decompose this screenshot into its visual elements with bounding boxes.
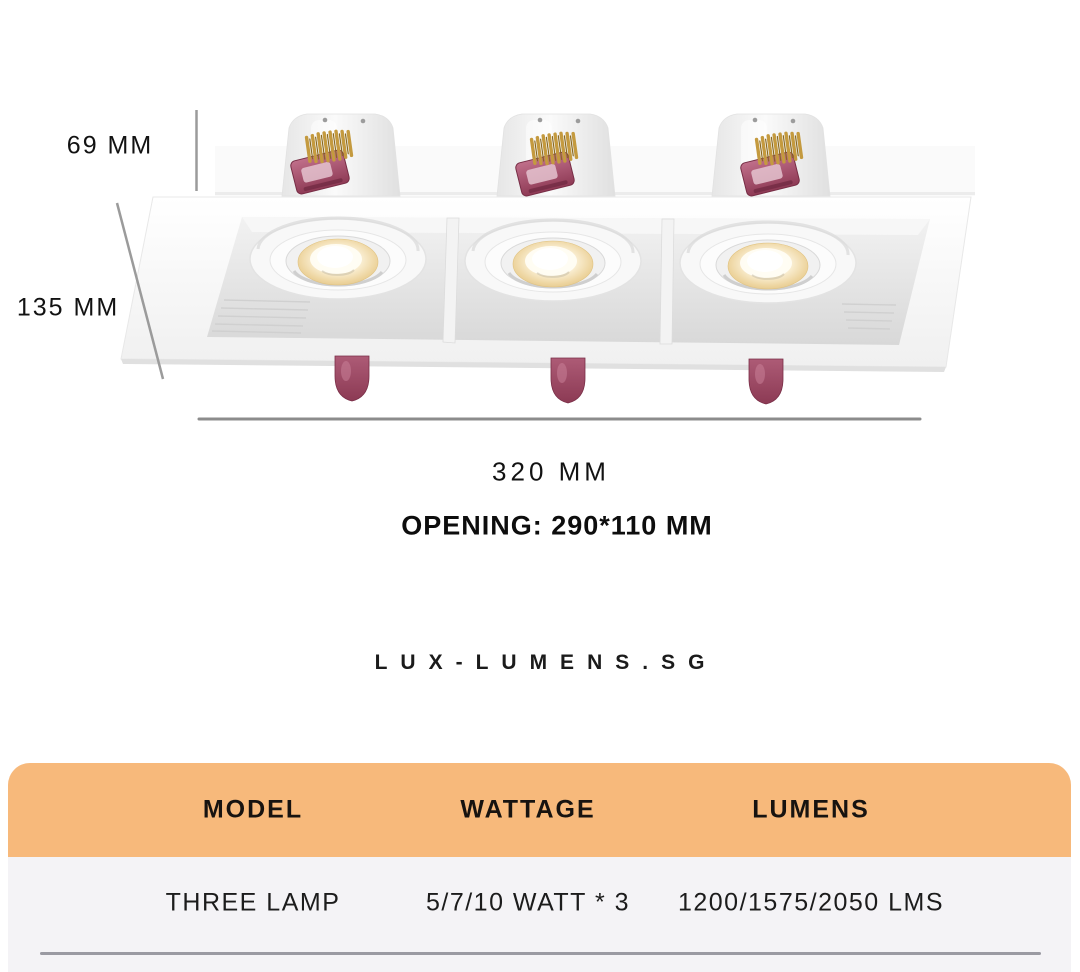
brand-wordmark: LUX-LUMENS.SG [374,651,718,674]
lumens-value: 1200/1575/2050 LMS [677,888,945,917]
lamp-module [678,220,858,305]
spec-table-card: MODEL WATTAGE LUMENS THREE LAMP 5/7/10 W… [8,763,1071,972]
row-divider [40,952,1041,955]
depth-dimension-label: 135 MM [16,293,120,322]
column-header-wattage: WATTAGE [460,795,596,824]
retention-tab [334,355,370,402]
wattage-value: 5/7/10 WATT * 3 [425,888,631,917]
spec-table-row: THREE LAMP 5/7/10 WATT * 3 1200/1575/205… [8,857,1071,949]
model-value: THREE LAMP [165,888,341,917]
module-divider [659,218,675,345]
lamp-module [463,218,643,303]
module-divider [442,217,460,344]
column-header-model: MODEL [202,795,304,824]
lamp-module [248,216,428,301]
retention-tab [550,357,586,404]
product-photo-illustration [115,110,975,421]
height-dimension-label: 69 MM [66,131,154,160]
width-dimension-label: 320 MM [492,456,610,487]
retention-tab [748,358,784,405]
column-header-lumens: LUMENS [752,795,870,824]
spec-table-header: MODEL WATTAGE LUMENS [8,763,1071,857]
depth-dimension-line [115,202,165,380]
opening-size-label: OPENING: 290*110 MM [401,510,713,541]
recess-ribs [211,299,897,334]
